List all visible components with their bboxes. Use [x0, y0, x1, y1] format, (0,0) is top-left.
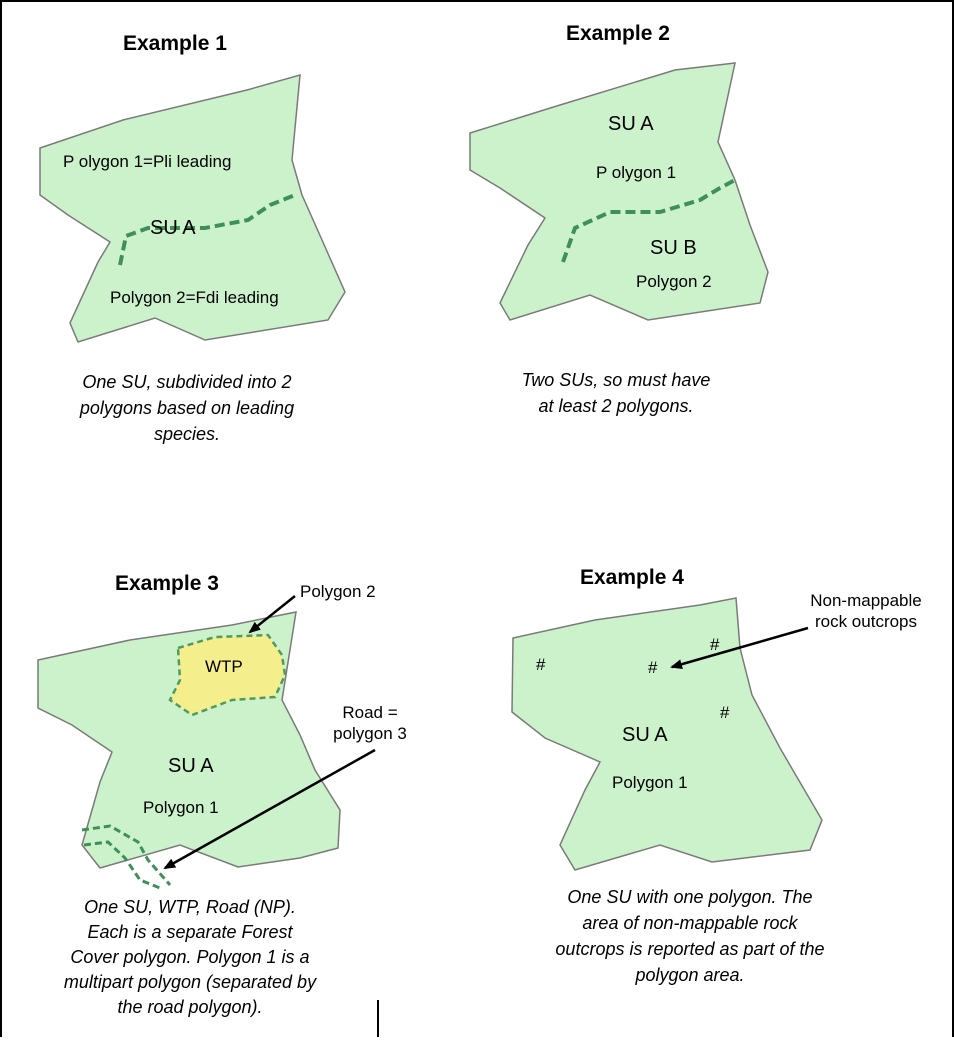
- example-2-polygon-1-label: P olygon 1: [596, 163, 676, 182]
- polygon-2-callout-label: Polygon 2: [300, 582, 376, 601]
- example-4-polygon: [511, 597, 823, 871]
- example-2-polygon: [469, 62, 769, 321]
- example-1-title: Example 1: [123, 32, 227, 55]
- example-4-su-a-label: SU A: [622, 724, 668, 746]
- example-3-title: Example 3: [115, 572, 219, 595]
- example-1-caption-line-3: species.: [154, 424, 220, 444]
- rock-outcrop-marker-2: #: [710, 635, 720, 654]
- example-3-caption-line-1: One SU, WTP, Road (NP).: [84, 897, 296, 917]
- example-3-caption-line-3: Cover polygon. Polygon 1 is a: [70, 947, 309, 967]
- rock-outcrop-callout-line-1: Non-mappable: [810, 591, 922, 610]
- rock-outcrop-marker-1: #: [536, 655, 546, 674]
- example-1-boundary-line: [118, 193, 296, 266]
- example-3-caption-line-2: Each is a separate Forest: [87, 922, 293, 942]
- rock-outcrop-marker-4: #: [720, 703, 730, 722]
- rock-outcrop-marker-3: #: [648, 658, 658, 677]
- road-callout-label-line-2: polygon 3: [333, 724, 407, 743]
- road-callout-label-line-1: Road =: [342, 703, 397, 722]
- example-2-caption-line-1: Two SUs, so must have: [522, 370, 711, 390]
- example-2-boundary-line: [561, 178, 736, 263]
- example-3-caption-line-5: the road polygon).: [117, 997, 262, 1017]
- rock-outcrop-arrow: [670, 626, 809, 670]
- road-line-lower: [83, 840, 161, 890]
- example-2-su-a-label: SU A: [608, 113, 654, 135]
- example-1: Example 1 P olygon 1=Pli leading SU A Po…: [39, 32, 346, 444]
- example-2-su-b-label: SU B: [650, 237, 697, 259]
- polygon-2-arrow: [248, 595, 296, 634]
- example-1-polygon-2-label: Polygon 2=Fdi leading: [110, 288, 279, 307]
- rock-outcrop-callout-line-2: rock outcrops: [815, 612, 917, 631]
- road-line-upper: [81, 824, 172, 886]
- example-1-caption-line-1: One SU, subdivided into 2: [82, 372, 291, 392]
- example-3-caption-line-4: multipart polygon (separated by: [64, 972, 317, 992]
- example-1-polygon: [39, 73, 346, 343]
- example-4: Example 4 # # # # Non-mappable rock outc…: [511, 566, 922, 985]
- example-3: Example 3 WTP Polygon 2 Road = polygon 3…: [37, 572, 407, 1017]
- example-1-caption-line-2: polygons based on leading: [79, 398, 294, 418]
- example-2-polygon-2-label: Polygon 2: [636, 272, 712, 291]
- example-3-su-a-label: SU A: [168, 755, 214, 777]
- road-arrow: [163, 748, 376, 870]
- example-4-polygon-1-label: Polygon 1: [612, 773, 688, 792]
- example-4-caption-line-2: area of non-mappable rock: [582, 913, 798, 933]
- wtp-polygon: [168, 633, 287, 717]
- example-2: Example 2 SU A P olygon 1 SU B Polygon 2…: [469, 22, 769, 416]
- example-2-caption-line-2: at least 2 polygons.: [538, 396, 693, 416]
- example-4-caption-line-3: outcrops is reported as part of the: [555, 939, 824, 959]
- example-1-su-a-label: SU A: [150, 217, 196, 239]
- example-2-title: Example 2: [566, 22, 670, 45]
- example-3-polygon-1-label: Polygon 1: [143, 798, 219, 817]
- wtp-label: WTP: [205, 657, 243, 676]
- example-4-caption-line-1: One SU with one polygon. The: [567, 887, 812, 907]
- example-4-title: Example 4: [580, 566, 684, 589]
- example-1-polygon-1-label: P olygon 1=Pli leading: [63, 152, 231, 171]
- example-4-caption-line-4: polygon area.: [634, 965, 744, 985]
